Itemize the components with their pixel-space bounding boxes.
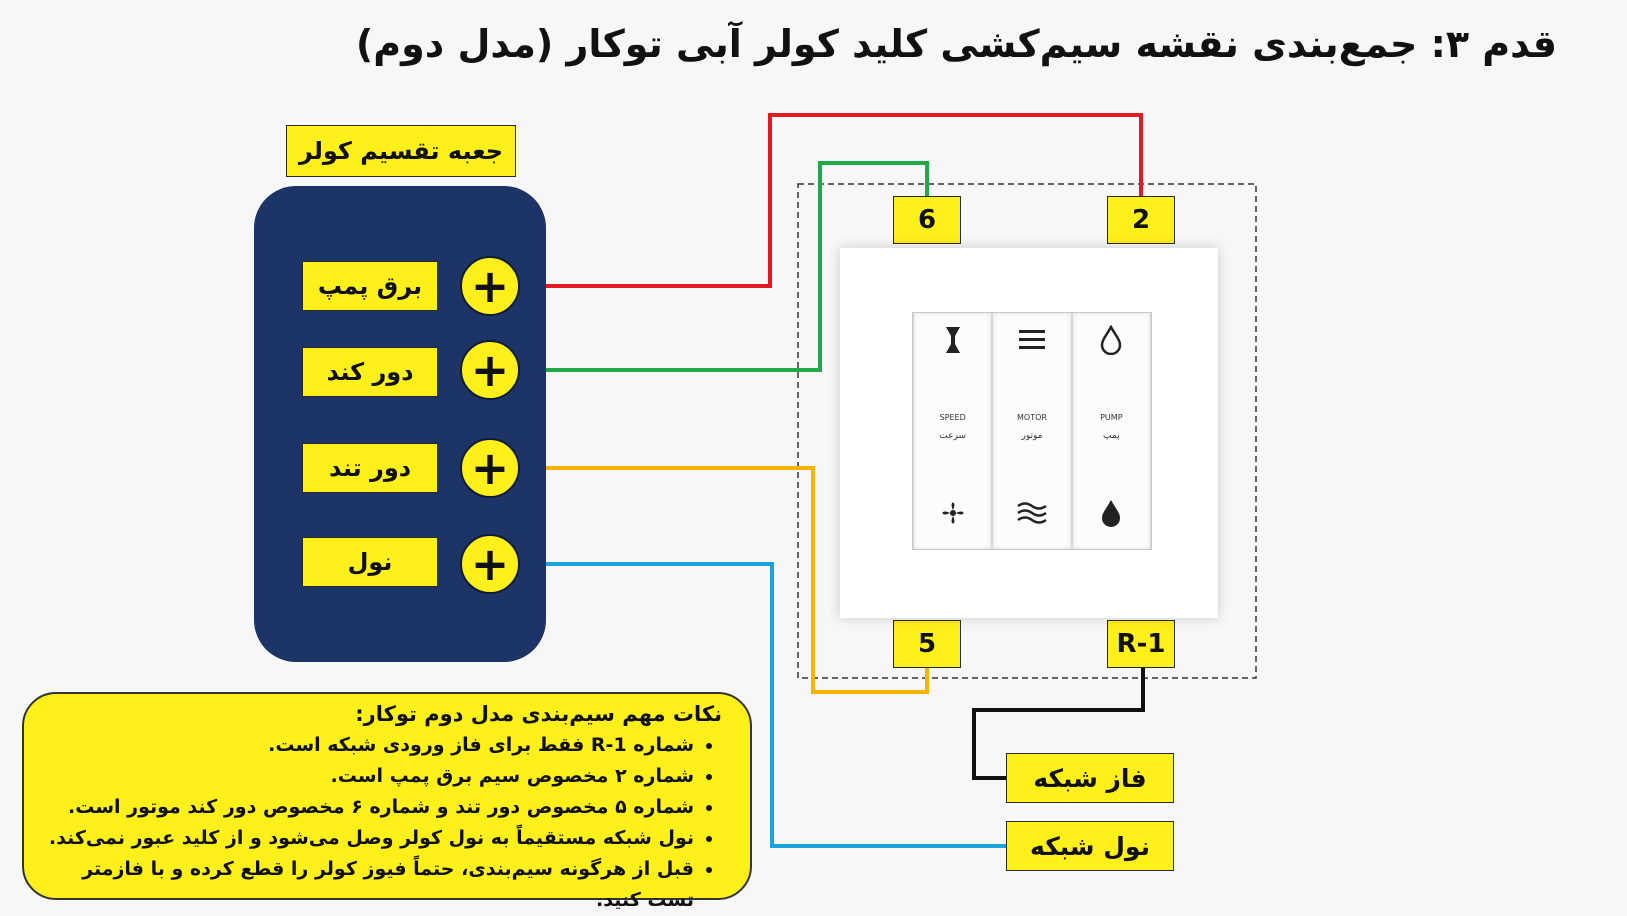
switch-terminal-6: 6 [893,196,961,244]
terminal-label-low-speed: دور کند [302,347,438,397]
notes-title: نکات مهم سیم‌بندی مدل دوم توکار: [355,702,722,726]
wire-neutral-blue [520,562,1006,848]
plus-terminal-icon: + [460,340,520,400]
switch-terminal-2: 2 [1107,196,1175,244]
list-item: شماره R-1 فقط برای فاز ورودی شبکه است. [44,730,694,761]
list-item: شماره ۲ مخصوص سیم برق پمپ است. [44,761,694,792]
grid-neutral-label: نول شبکه [1006,821,1174,871]
button-label-en: MOTOR [1017,413,1047,422]
wire-pump-red [520,113,1143,288]
page-title: قدم ۳: جمع‌بندی نقشه سیم‌کشی کلید کولر آ… [355,22,1557,66]
list-item: نول شبکه مستقیماً به نول کولر وصل می‌شود… [44,823,694,854]
button-label-en: PUMP [1100,413,1123,422]
rocker-motor[interactable]: MOTOR موتور [993,313,1071,549]
notes-list: شماره R-1 فقط برای فاز ورودی شبکه است. ش… [44,730,722,916]
terminal-label-pump-power: برق پمپ [302,261,438,311]
button-label-fa: موتور [1021,431,1043,441]
fan-icon [914,498,991,535]
switch-dashed-outline [797,183,1257,679]
drop-outline-icon [1073,324,1150,362]
distribution-box-label: جعبه تقسیم کولر [286,125,516,177]
plus-terminal-icon: + [460,438,520,498]
terminal-label-neutral: نول [302,537,438,587]
rocker-speed[interactable]: SPEED سرعت [914,313,992,549]
rocker-pump[interactable]: PUMP پمپ [1072,313,1150,549]
button-label-fa: سرعت [939,431,967,441]
grid-phase-label: فاز شبکه [1006,753,1174,803]
terminal-label-high-speed: دور تند [302,443,438,493]
wire-high-speed-yellow [520,466,929,694]
waves-icon [993,498,1070,535]
button-label-en: SPEED [939,413,966,422]
list-item: شماره ۵ مخصوص دور تند و شماره ۶ مخصوص دو… [44,792,694,823]
switch-terminal-5: 5 [893,620,961,668]
speed-icon [914,325,991,362]
plus-terminal-icon: + [460,256,520,316]
plus-terminal-icon: + [460,534,520,594]
menu-lines-icon [993,325,1070,362]
wire-phase-black [972,668,1145,780]
wire-low-speed-green [520,161,929,372]
button-label-fa: پمپ [1103,431,1120,441]
switch-terminal-1-r: 1-R [1107,620,1175,668]
list-item: قبل از هرگونه سیم‌بندی، حتماً فیوز کولر … [44,854,694,916]
cooler-switch: SPEED سرعت MOTOR موتور PUMP پمپ [912,312,1152,550]
notes-box: نکات مهم سیم‌بندی مدل دوم توکار: شماره R… [22,692,752,911]
drop-filled-icon [1073,498,1150,535]
